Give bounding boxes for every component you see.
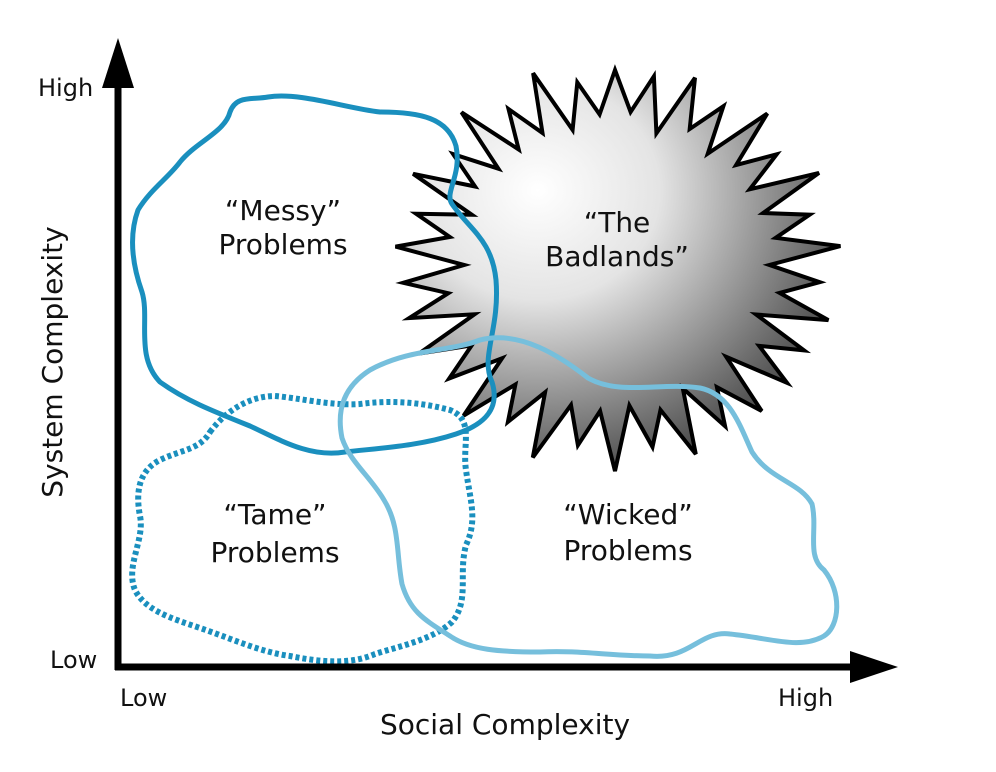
x-axis-arrowhead <box>850 651 898 683</box>
y-axis-arrowhead <box>102 38 134 88</box>
badlands-label-line2: Badlands” <box>545 240 689 273</box>
messy-label-line1: “Messy” <box>225 194 341 227</box>
wicked-label-line2: Problems <box>563 534 692 567</box>
messy-label-line2: Problems <box>218 228 347 261</box>
y-axis-high-label: High <box>38 74 93 102</box>
badlands-label-line1: “The <box>584 206 651 239</box>
tame-label-line1: “Tame” <box>223 498 326 531</box>
y-axis-title: System Complexity <box>36 226 69 497</box>
x-axis-title: Social Complexity <box>380 708 630 741</box>
x-axis-high-label: High <box>778 684 833 712</box>
wicked-problems-cloud <box>337 335 840 659</box>
y-axis-low-label: Low <box>50 646 97 674</box>
tame-label-line2: Problems <box>210 536 339 569</box>
messy-problems-cloud <box>129 93 500 456</box>
tame-problems-cloud <box>129 392 476 665</box>
wicked-label-line1: “Wicked” <box>563 498 692 531</box>
x-axis-low-label: Low <box>120 684 167 712</box>
